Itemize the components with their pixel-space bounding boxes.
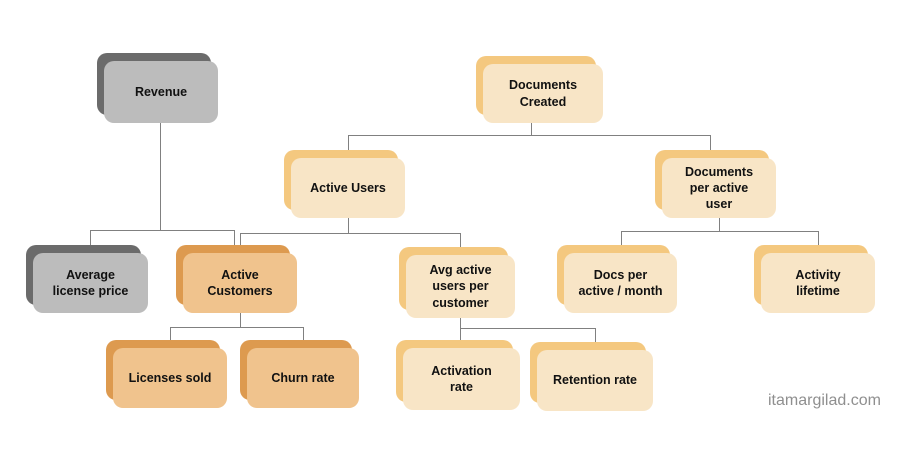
connector-documents-created-branch (348, 135, 711, 136)
node-activity-lifetime-label: Activity lifetime (761, 253, 875, 313)
connector-to-active-users (348, 135, 349, 161)
connector-to-avg-active-users (460, 233, 461, 257)
connector-to-retention-rate (595, 328, 596, 353)
connector-to-activity-lifetime (818, 231, 819, 256)
node-docs-per-active-month: Docs per active / month (557, 245, 677, 313)
node-documents-created: Documents Created (476, 56, 603, 123)
node-documents-per-active-user: Documents per active user (655, 150, 776, 218)
node-active-users-label: Active Users (291, 158, 405, 218)
connector-docs-per-user-stem (719, 218, 720, 232)
node-licenses-sold-label: Licenses sold (113, 348, 227, 408)
node-active-customers-label: Active Customers (183, 253, 297, 313)
node-documents-created-label: Documents Created (483, 64, 603, 123)
node-activation-rate-label: Activation rate (403, 348, 520, 410)
connector-to-churn-rate (303, 327, 304, 351)
node-revenue-label: Revenue (104, 61, 218, 123)
node-avg-active-users-per-customer-label: Avg active users per customer (406, 255, 515, 318)
node-revenue: Revenue (97, 53, 218, 123)
node-licenses-sold: Licenses sold (106, 340, 227, 408)
connector-to-docs-per-active-month (621, 231, 622, 256)
connector-revenue-stem (160, 123, 161, 231)
connector-active-customers-branch (170, 327, 304, 328)
node-docs-per-active-month-label: Docs per active / month (564, 253, 677, 313)
connector-to-average-license-price (90, 230, 91, 256)
watermark-text: itamargilad.com (768, 392, 881, 409)
node-retention-rate: Retention rate (530, 342, 653, 411)
node-active-customers: Active Customers (176, 245, 297, 313)
node-churn-rate: Churn rate (240, 340, 359, 408)
connector-avg-users-branch (460, 328, 596, 329)
connector-revenue-branch (90, 230, 235, 231)
connector-active-users-branch (240, 233, 461, 234)
node-activity-lifetime: Activity lifetime (754, 245, 875, 313)
node-activation-rate: Activation rate (396, 340, 520, 410)
node-retention-rate-label: Retention rate (537, 350, 653, 411)
node-avg-active-users-per-customer: Avg active users per customer (399, 247, 515, 318)
node-churn-rate-label: Churn rate (247, 348, 359, 408)
node-average-license-price-label: Average license price (33, 253, 148, 313)
node-average-license-price: Average license price (26, 245, 148, 313)
connector-documents-created-stem (531, 121, 532, 136)
connector-active-users-stem (348, 218, 349, 234)
node-documents-per-active-user-label: Documents per active user (662, 158, 776, 218)
connector-to-licenses-sold (170, 327, 171, 351)
connector-to-active-customers-left (234, 230, 235, 256)
node-active-users: Active Users (284, 150, 405, 218)
connector-docs-per-user-branch (621, 231, 819, 232)
connector-to-documents-per-active-user (710, 135, 711, 161)
connector-active-customers-stem (240, 313, 241, 328)
connector-avg-users-stem (460, 318, 461, 329)
